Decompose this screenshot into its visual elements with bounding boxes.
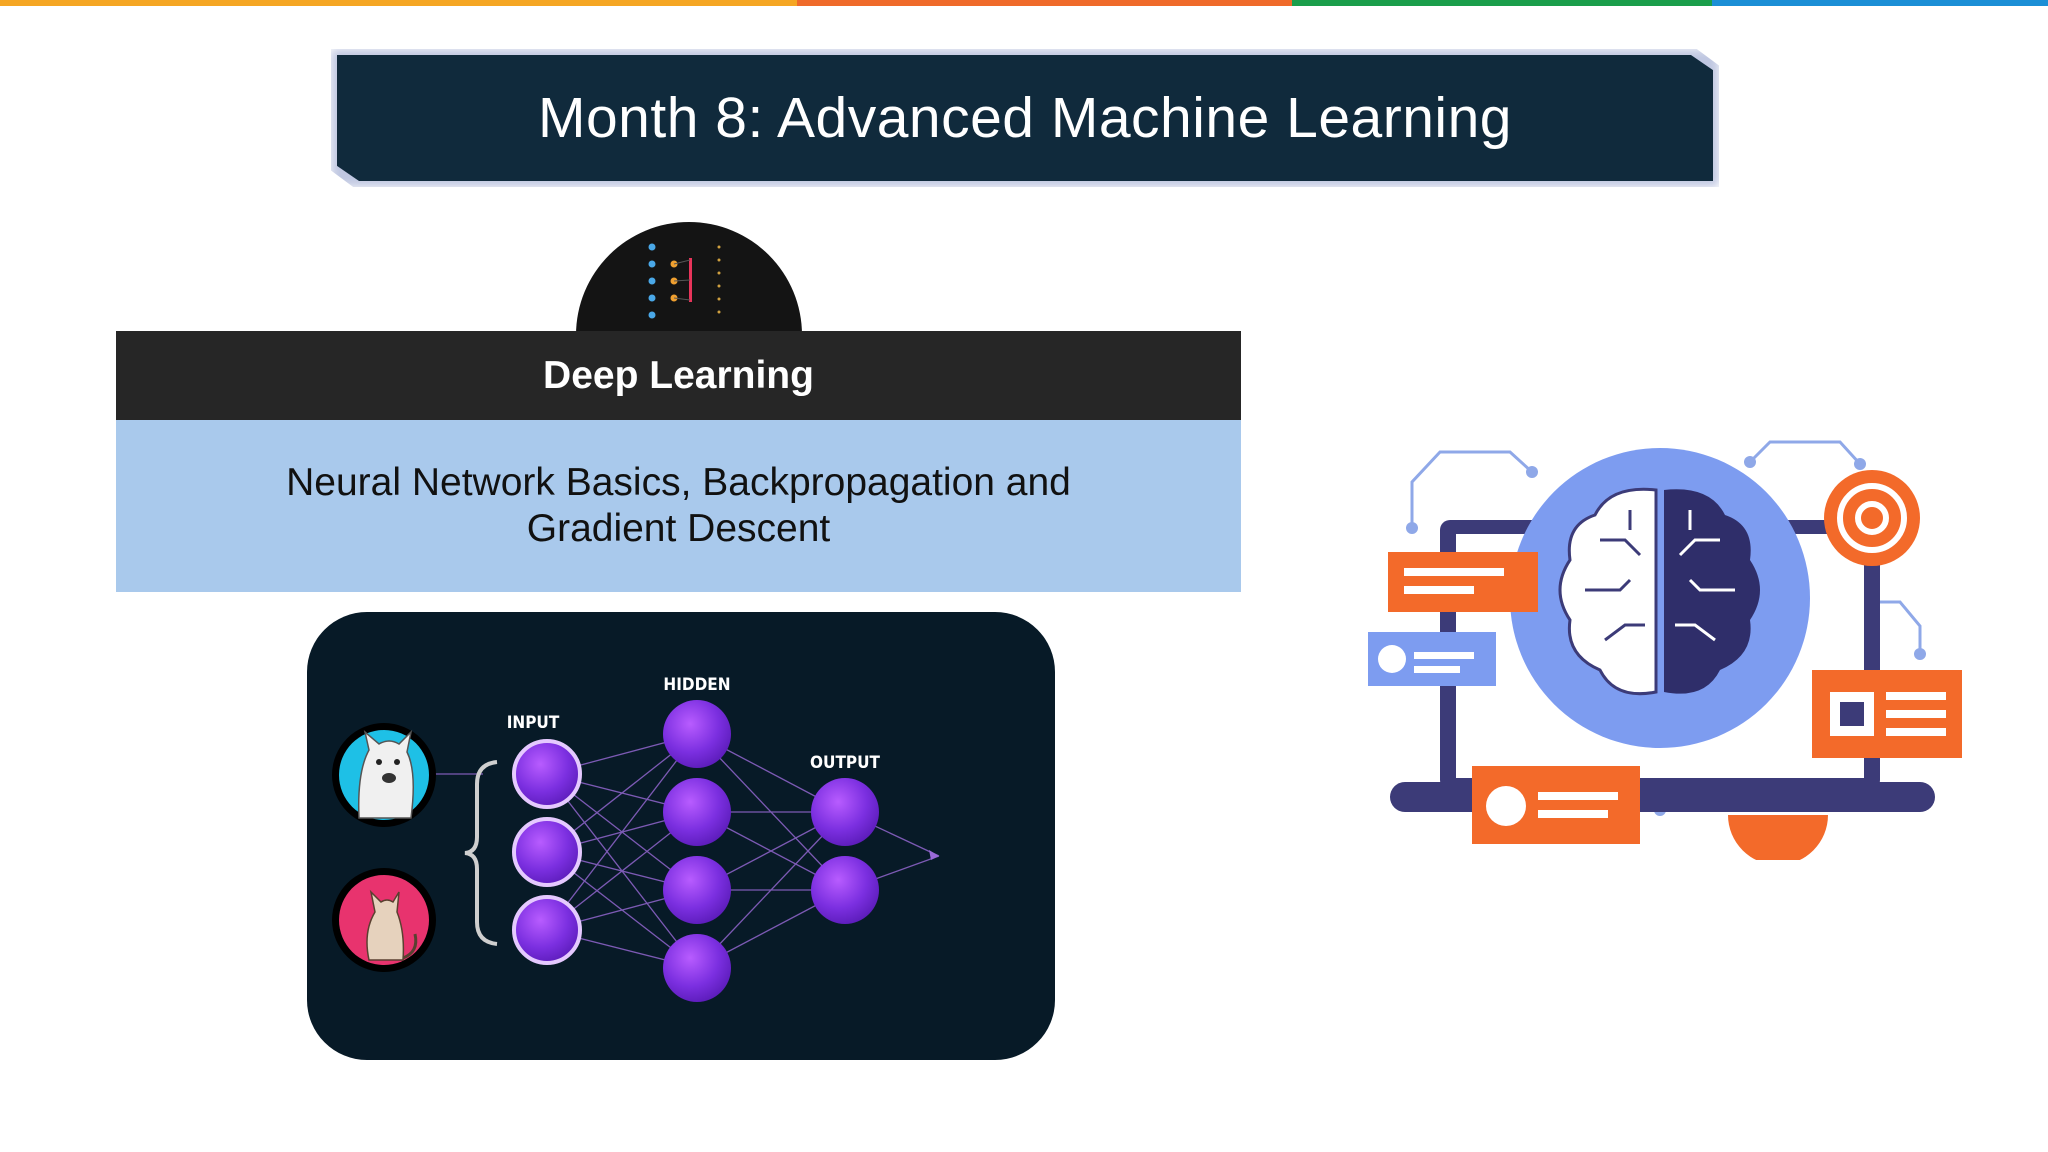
- card-header: Deep Learning: [116, 331, 1241, 420]
- input-node: [512, 817, 582, 887]
- hidden-node: [663, 856, 731, 924]
- target-icon: [1824, 470, 1920, 566]
- input-layer: [512, 739, 582, 965]
- output-layer: [811, 778, 879, 924]
- chat-card-icon: [1472, 766, 1640, 844]
- dog-icon: [332, 723, 436, 827]
- output-node: [811, 856, 879, 924]
- top-accent-stripe: [0, 0, 2048, 6]
- brain-icon: [1510, 448, 1810, 748]
- text-card-icon: [1388, 552, 1538, 612]
- neural-network-diagram: INPUT HIDDEN OUTPUT: [307, 612, 1055, 1060]
- card-description: Neural Network Basics, Backpropagation a…: [286, 461, 1071, 550]
- input-brace: [464, 760, 498, 946]
- output-layer-label: OUTPUT: [810, 753, 880, 773]
- input-layer-label: INPUT: [507, 713, 560, 733]
- chat-card-icon: [1368, 632, 1496, 686]
- hidden-node: [663, 778, 731, 846]
- input-node: [512, 895, 582, 965]
- hidden-node: [663, 700, 731, 768]
- ai-brain-illustration: [1360, 430, 1970, 865]
- input-node: [512, 739, 582, 809]
- card-heading: Deep Learning: [543, 353, 814, 397]
- hidden-node: [663, 934, 731, 1002]
- chip-icon: [1812, 670, 1962, 758]
- cat-icon: [332, 868, 436, 972]
- hidden-layer: [663, 700, 731, 1002]
- card-body: Neural Network Basics, Backpropagation a…: [116, 420, 1241, 592]
- page-title: Month 8: Advanced Machine Learning: [538, 86, 1512, 150]
- output-node: [811, 778, 879, 846]
- title-banner: Month 8: Advanced Machine Learning: [337, 55, 1713, 181]
- hidden-layer-label: HIDDEN: [663, 675, 730, 695]
